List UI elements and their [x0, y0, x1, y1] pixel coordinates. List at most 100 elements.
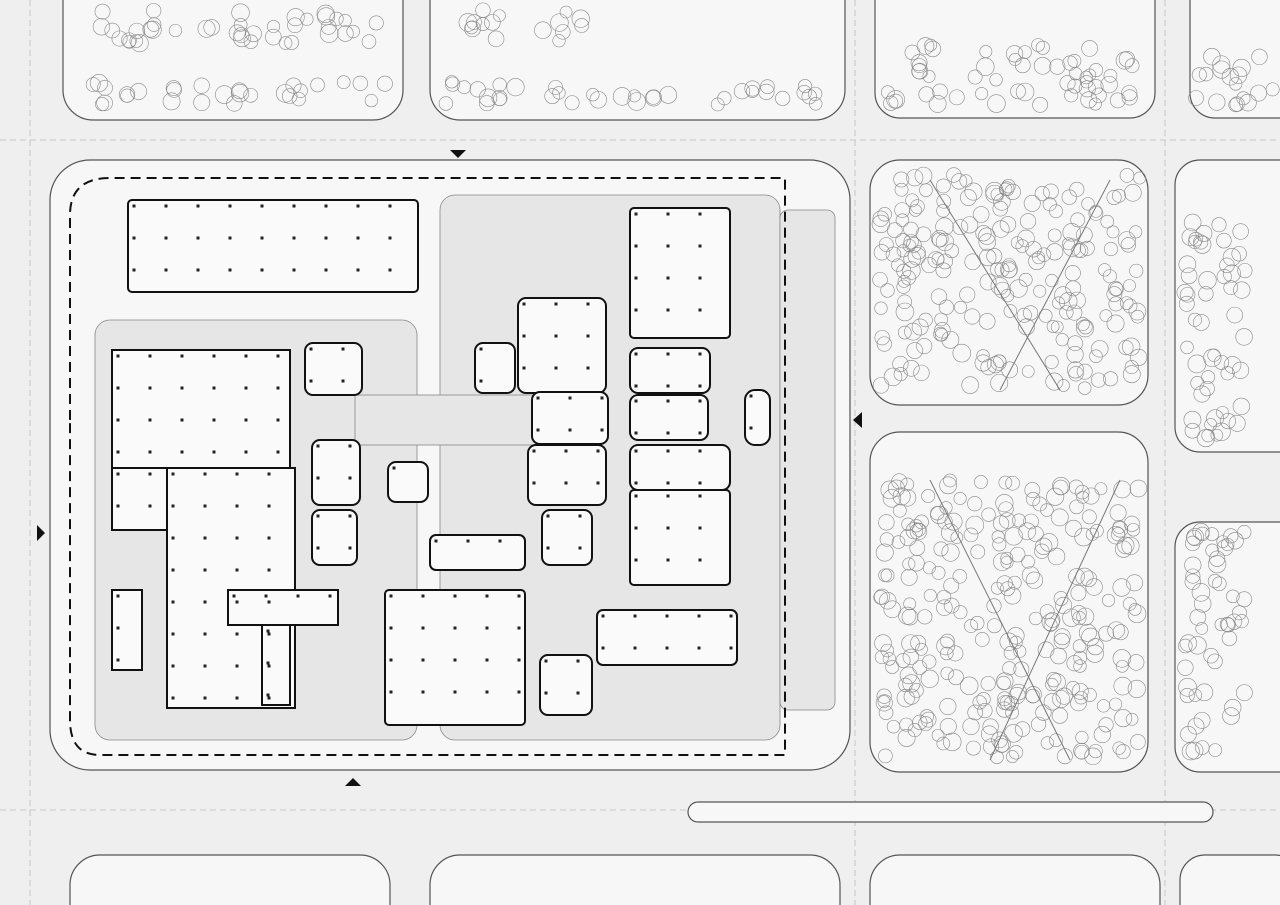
tree — [1068, 291, 1086, 309]
tree — [1087, 79, 1104, 95]
tree — [1086, 638, 1104, 656]
tree — [994, 262, 1010, 278]
tree — [215, 85, 234, 104]
column — [634, 431, 638, 435]
tree — [798, 79, 812, 94]
tree — [659, 86, 677, 104]
tree — [873, 590, 888, 605]
tree — [287, 17, 303, 34]
tree — [1180, 267, 1198, 285]
tree — [897, 274, 911, 288]
tree — [1075, 317, 1090, 331]
column — [666, 526, 670, 530]
tree — [909, 540, 926, 556]
tree — [1124, 184, 1142, 202]
tree — [936, 589, 952, 605]
tree — [910, 54, 928, 72]
tree — [920, 669, 939, 688]
column — [453, 690, 457, 694]
tree — [1187, 235, 1202, 249]
tree — [645, 89, 661, 105]
tree — [981, 507, 996, 522]
tree — [1212, 576, 1227, 591]
tree — [1070, 694, 1087, 712]
tree — [1226, 589, 1240, 604]
tree — [936, 636, 955, 656]
tree — [1206, 409, 1224, 428]
tree — [1071, 605, 1087, 621]
tree — [912, 58, 927, 73]
tree — [922, 69, 936, 83]
tree — [935, 232, 954, 252]
tree — [1103, 371, 1119, 387]
tree — [1195, 526, 1210, 542]
tree — [1183, 213, 1202, 232]
tree — [1046, 487, 1065, 506]
tree — [1226, 532, 1244, 550]
column — [698, 558, 702, 562]
column — [244, 418, 248, 422]
tree — [1208, 555, 1227, 574]
tree — [1088, 63, 1104, 78]
column — [698, 526, 702, 530]
tree — [871, 214, 891, 234]
tree — [336, 75, 351, 89]
tree — [1052, 296, 1065, 310]
tree — [877, 207, 892, 222]
tree — [995, 494, 1014, 513]
tree — [1062, 237, 1075, 251]
tree — [1178, 638, 1193, 654]
tree — [1196, 429, 1215, 448]
tree — [1010, 236, 1024, 250]
tree — [1219, 257, 1235, 273]
column — [389, 690, 393, 694]
column — [356, 204, 360, 208]
tree — [1010, 83, 1026, 100]
tree — [909, 522, 928, 541]
tree — [972, 695, 987, 710]
column — [148, 504, 152, 508]
column — [116, 386, 120, 390]
tree — [912, 660, 928, 675]
tree — [895, 302, 915, 322]
tree — [1122, 596, 1137, 611]
tree — [1072, 611, 1087, 626]
tree — [1212, 55, 1231, 74]
tree — [1130, 348, 1148, 366]
tree — [953, 605, 968, 620]
tree — [1024, 482, 1041, 498]
tree — [965, 515, 985, 535]
column — [264, 594, 268, 598]
column — [453, 626, 457, 630]
tree — [975, 87, 989, 101]
tree — [1110, 527, 1126, 542]
tree — [1229, 77, 1243, 91]
column — [596, 481, 600, 485]
tree — [506, 78, 525, 97]
tree — [1199, 381, 1215, 397]
column — [554, 366, 558, 370]
column — [212, 418, 216, 422]
column — [116, 594, 120, 598]
tree — [902, 261, 921, 280]
tree — [879, 592, 897, 610]
tree — [1185, 535, 1201, 552]
tree — [1033, 284, 1047, 298]
tree — [950, 531, 964, 544]
tree — [1124, 58, 1140, 73]
tree — [1031, 38, 1045, 52]
column — [203, 504, 207, 508]
column — [697, 646, 701, 650]
tree — [996, 701, 1013, 718]
tree — [1028, 611, 1043, 626]
tree — [974, 632, 990, 647]
column — [633, 614, 637, 618]
column — [212, 354, 216, 358]
tree — [979, 45, 993, 58]
tree — [978, 227, 996, 245]
tree — [1198, 271, 1217, 290]
tree — [964, 619, 978, 633]
tree — [193, 94, 211, 111]
tree — [364, 94, 378, 108]
